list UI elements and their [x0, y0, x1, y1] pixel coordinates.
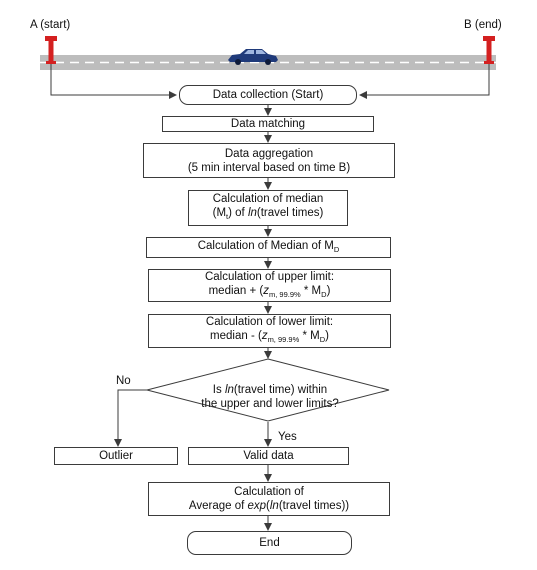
step-data-collection: Data collection (Start): [179, 85, 357, 105]
step-lower-limit-line2: median - (zm, 99.9% * MD): [210, 330, 329, 344]
step-end: End: [187, 531, 352, 555]
step-median-md-label: Calculation of Median of MD: [197, 239, 340, 254]
step-data-aggregation-line1: Data aggregation: [224, 147, 314, 160]
step-average: Calculation of Average of exp(ln(travel …: [148, 482, 390, 516]
start-marker-icon: [45, 36, 57, 64]
step-data-matching: Data matching: [162, 116, 374, 132]
step-outlier: Outlier: [54, 447, 178, 465]
step-upper-limit-line2: median + (zm, 99.9% * MD): [208, 284, 331, 299]
step-median-line1: Calculation of median: [212, 193, 324, 205]
step-data-aggregation-line2: (5 min interval based on time B): [187, 161, 351, 174]
step-end-label: End: [259, 537, 280, 549]
connector-end-to-collection: [359, 64, 490, 99]
decision-text: Is ln(travel time) within the upper and …: [150, 383, 390, 411]
step-median-md: Calculation of Median of MD: [146, 237, 391, 258]
step-average-line1: Calculation of: [234, 486, 304, 498]
decision-line2: the upper and lower limits?: [201, 398, 339, 410]
step-outlier-label: Outlier: [99, 450, 133, 462]
step-data-collection-label: Data collection (Start): [212, 89, 324, 101]
step-valid-data: Valid data: [188, 447, 349, 465]
step-average-line2: Average of exp(ln(travel times)): [188, 500, 350, 512]
end-marker-icon: [483, 36, 495, 64]
step-lower-limit: Calculation of lower limit: median - (zm…: [148, 314, 391, 348]
step-upper-limit: Calculation of upper limit: median + (zm…: [148, 269, 391, 302]
step-data-aggregation: Data aggregation (5 min interval based o…: [143, 143, 395, 178]
step-lower-limit-line1: Calculation of lower limit:: [205, 316, 334, 328]
decision-diamond: [146, 358, 390, 422]
connector-decision-to-outlier: [114, 389, 147, 447]
connector-start-to-collection: [50, 64, 177, 99]
step-valid-data-label: Valid data: [243, 450, 294, 462]
no-branch-label: No: [116, 375, 131, 387]
car-icon: [228, 49, 278, 65]
step-median-calculation: Calculation of median (Mt) of ln(travel …: [188, 190, 348, 226]
step-data-matching-label: Data matching: [230, 118, 306, 130]
start-point-label: A (start): [30, 19, 71, 31]
step-median-line2: (Mt) of ln(travel times): [212, 207, 324, 221]
decision-line1: Is ln(travel time) within: [212, 384, 328, 396]
end-point-label: B (end): [464, 19, 502, 31]
yes-branch-label: Yes: [278, 431, 297, 443]
step-upper-limit-line1: Calculation of upper limit:: [204, 270, 335, 283]
